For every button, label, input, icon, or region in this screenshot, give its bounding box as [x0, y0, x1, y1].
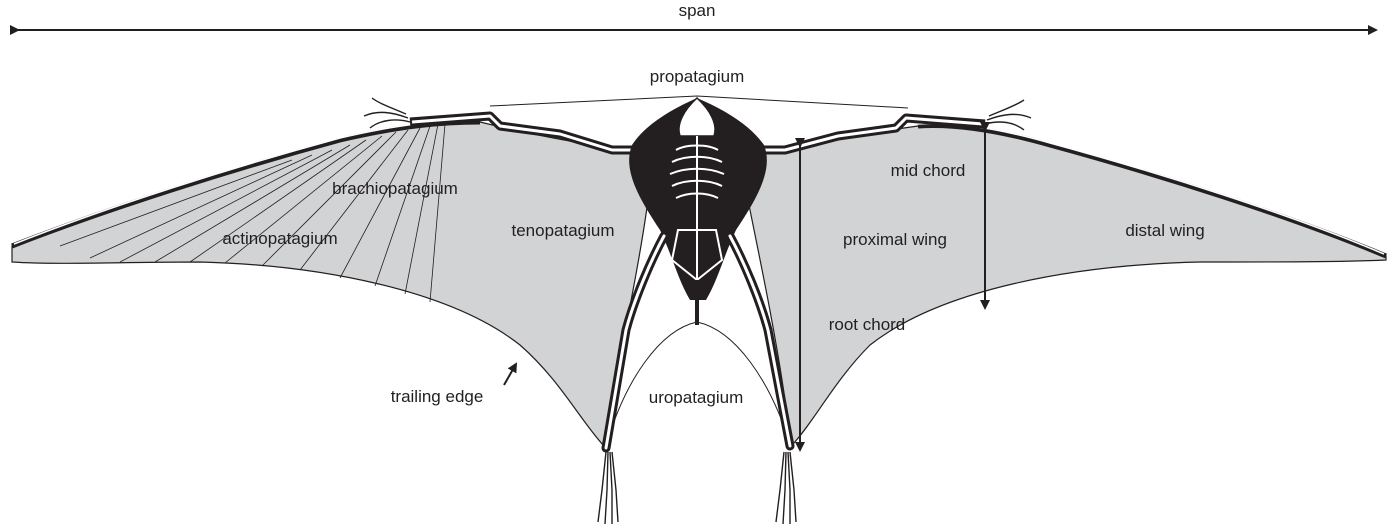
distal-wing-label: distal wing [1125, 221, 1204, 240]
right-wing-membrane [745, 126, 1386, 444]
uropatagium-membrane [606, 322, 790, 446]
tenopatagium-label: tenopatagium [511, 221, 614, 240]
root-chord-label: root chord [829, 315, 906, 334]
proximal-wing-label: proximal wing [843, 230, 947, 249]
left-wing-membrane [12, 122, 650, 446]
left-hand-claws [364, 98, 410, 128]
trailing-edge-label: trailing edge [391, 387, 484, 406]
mid-chord-label: mid chord [891, 161, 966, 180]
left-foot [598, 452, 618, 524]
skeleton [12, 98, 1386, 524]
actinopatagium-label: actinopatagium [222, 229, 337, 248]
span-label: span [679, 1, 716, 20]
propatagium-label: propatagium [650, 67, 745, 86]
right-hand-claws [985, 100, 1031, 130]
brachiopatagium-label: brachiopatagium [332, 179, 458, 198]
skull [679, 98, 715, 136]
trailing-edge-pointer [504, 364, 516, 385]
right-foot [776, 452, 796, 524]
uropatagium-label: uropatagium [649, 388, 744, 407]
